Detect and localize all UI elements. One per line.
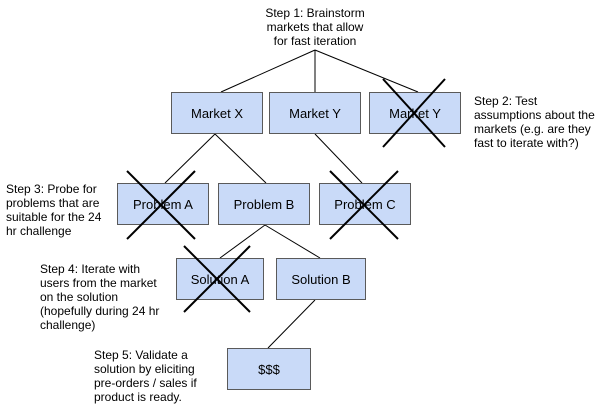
market-y-label: Market Y (289, 105, 341, 121)
problem-a-label: Problem A (133, 196, 193, 212)
connector-market-x-problem-b (214, 133, 267, 184)
connector-problem-b-solution-a (219, 224, 266, 259)
step2-note: Step 2: Test assumptions about the marke… (474, 94, 595, 150)
money-box[interactable]: $$$ (227, 348, 311, 390)
connector-step1-market-z (314, 49, 419, 93)
step4-note: Step 4: Iterate with users from the mark… (40, 262, 160, 332)
problem-a-box[interactable]: Problem A (117, 183, 209, 225)
problem-c-box[interactable]: Problem C (319, 183, 411, 225)
market-z-box[interactable]: Market Y (369, 92, 461, 134)
step3-note: Step 3: Probe for problems that are suit… (6, 182, 102, 238)
problem-b-label: Problem B (233, 196, 295, 212)
connector-solution-b-money (267, 299, 316, 349)
connector-market-y-problem-c (314, 133, 363, 184)
problem-b-box[interactable]: Problem B (218, 183, 310, 225)
solution-b-label: Solution B (291, 271, 351, 287)
connector-step1-market-x (220, 49, 316, 93)
problem-c-label: Problem C (334, 196, 396, 212)
market-x-box[interactable]: Market X (171, 92, 263, 134)
solution-b-box[interactable]: Solution B (276, 258, 366, 300)
market-x-label: Market X (190, 105, 243, 121)
step1-note: Step 1: Brainstorm markets that allow fo… (265, 6, 365, 48)
connector-market-x-problem-a (164, 133, 216, 184)
connector-problem-b-solution-b (264, 224, 321, 259)
money-label: $$$ (258, 361, 280, 377)
solution-a-box[interactable]: Solution A (176, 258, 264, 300)
market-y-box[interactable]: Market Y (269, 92, 361, 134)
step5-note: Step 5: Validate a solution by eliciting… (94, 348, 197, 404)
solution-a-label: Solution A (190, 271, 250, 287)
market-z-label: Market Y (389, 105, 441, 121)
